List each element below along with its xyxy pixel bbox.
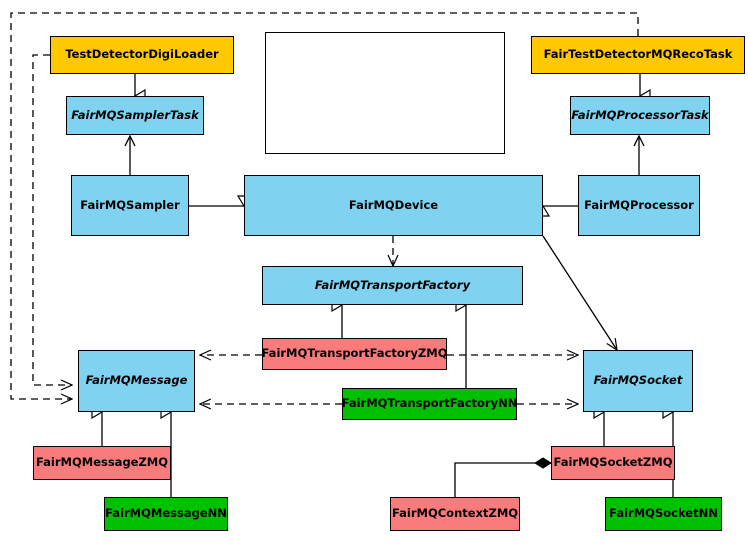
class-node-fairmqmessagezmq[interactable]: FairMQMessageZMQ xyxy=(33,446,171,480)
class-node-fairmqprocessortask[interactable]: FairMQProcessorTask xyxy=(570,96,710,135)
edge-device-socket xyxy=(542,235,617,350)
class-node-testdetectordigiloader[interactable]: TestDetectorDigiLoader xyxy=(50,36,234,74)
edge-contextzmq-socketzmq xyxy=(454,457,552,497)
class-node-fairmqtransportfactoryzmq[interactable]: FairMQTransportFactoryZMQ xyxy=(262,338,448,370)
class-node-fairmqdevice[interactable]: FairMQDevice xyxy=(244,175,543,236)
class-node-fairmqsocketnn[interactable]: FairMQSocketNN xyxy=(605,497,722,531)
class-node-fairmqprocessor[interactable]: FairMQProcessor xyxy=(578,175,700,236)
class-node-fairmqcontextzmq[interactable]: FairMQContextZMQ xyxy=(390,497,520,531)
class-node-fairmqsocketzmq[interactable]: FairMQSocketZMQ xyxy=(551,446,675,480)
class-node-fairmqsampler[interactable]: FairMQSampler xyxy=(71,175,189,236)
class-node-fairmqsamplertask[interactable]: FairMQSamplerTask xyxy=(66,96,204,135)
class-node-fairmqsocket[interactable]: FairMQSocket xyxy=(583,350,693,412)
class-node-fairmqmessagenn[interactable]: FairMQMessageNN xyxy=(104,497,228,531)
class-node-fairmqtransportfactory[interactable]: FairMQTransportFactory xyxy=(262,266,523,305)
class-node-fairmqmessage[interactable]: FairMQMessage xyxy=(78,350,195,412)
class-node-fairmqtransportfactorynn[interactable]: FairMQTransportFactoryNN xyxy=(342,388,517,420)
class-node-fairtestdetectormqrecotask[interactable]: FairTestDetectorMQRecoTask xyxy=(531,36,745,74)
legend-panel xyxy=(265,32,505,154)
